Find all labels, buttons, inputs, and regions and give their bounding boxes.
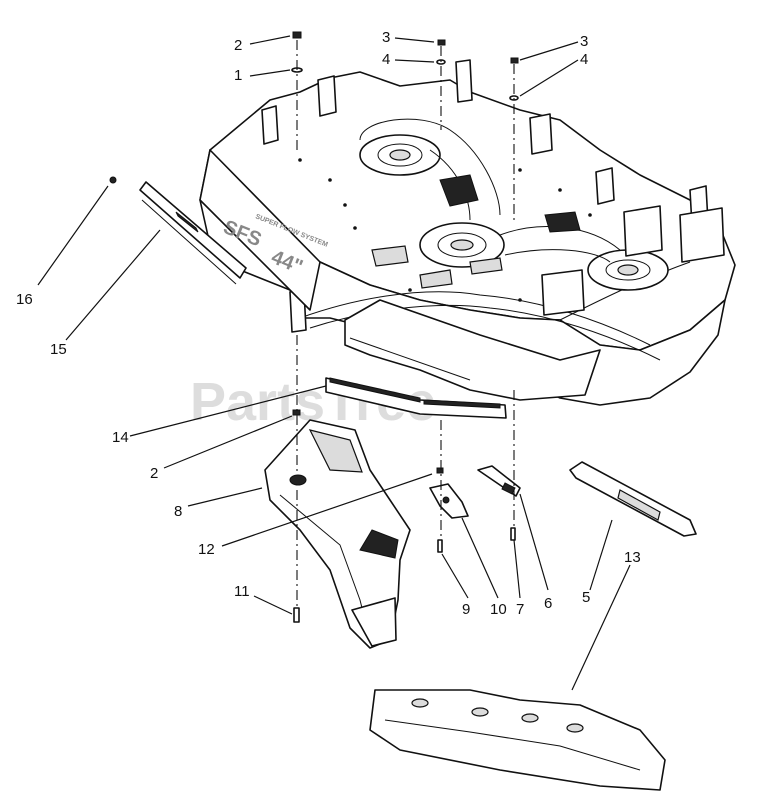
callout-1: 1 — [234, 67, 242, 84]
callout-5: 5 — [582, 589, 590, 606]
callout-9: 9 — [462, 601, 470, 618]
mower-deck: SFS SUPER FLOW SYSTEM 44" — [199, 59, 736, 406]
callout-12: 12 — [198, 541, 215, 558]
bolt-11 — [293, 607, 300, 623]
bolt-9 — [437, 539, 443, 553]
callout-14: 14 — [112, 429, 129, 446]
callout-15: 15 — [50, 341, 67, 358]
callout-16: 16 — [16, 291, 33, 308]
leader-lines — [37, 35, 631, 691]
centerlines — [296, 40, 515, 608]
front-baffle — [344, 299, 601, 401]
callout-4-b: 4 — [580, 51, 588, 68]
nut-12 — [436, 467, 444, 474]
nut-3-a — [437, 39, 446, 46]
bolt-7 — [510, 527, 516, 541]
hardware — [109, 31, 519, 623]
part-10-bracket — [429, 483, 469, 519]
callout-6: 6 — [544, 595, 552, 612]
part-5-blade — [569, 461, 697, 537]
callout-3-a: 3 — [382, 29, 390, 46]
callout-11: 11 — [234, 583, 250, 600]
screw-16 — [109, 176, 117, 184]
callout-2-mid: 2 — [150, 465, 158, 482]
callout-13: 13 — [624, 549, 641, 566]
callout-7: 7 — [516, 601, 524, 618]
part-8-discharge-chute — [264, 419, 411, 649]
callout-3-b: 3 — [580, 33, 588, 50]
part-14-baffle-strip — [325, 377, 507, 419]
part-13-skirt-guard — [369, 689, 666, 791]
nut-2-top — [292, 31, 302, 39]
nut-3-b — [510, 57, 519, 64]
callout-2-top: 2 — [234, 37, 242, 54]
callout-labels: 2 1 3 4 3 4 16 15 14 2 8 12 13 11 9 10 7… — [16, 29, 641, 618]
callout-10: 10 — [490, 601, 507, 618]
callout-8: 8 — [174, 503, 182, 520]
part-6-bracket — [477, 465, 521, 497]
callout-4-a: 4 — [382, 51, 390, 68]
part-15-side-plate — [139, 181, 247, 285]
